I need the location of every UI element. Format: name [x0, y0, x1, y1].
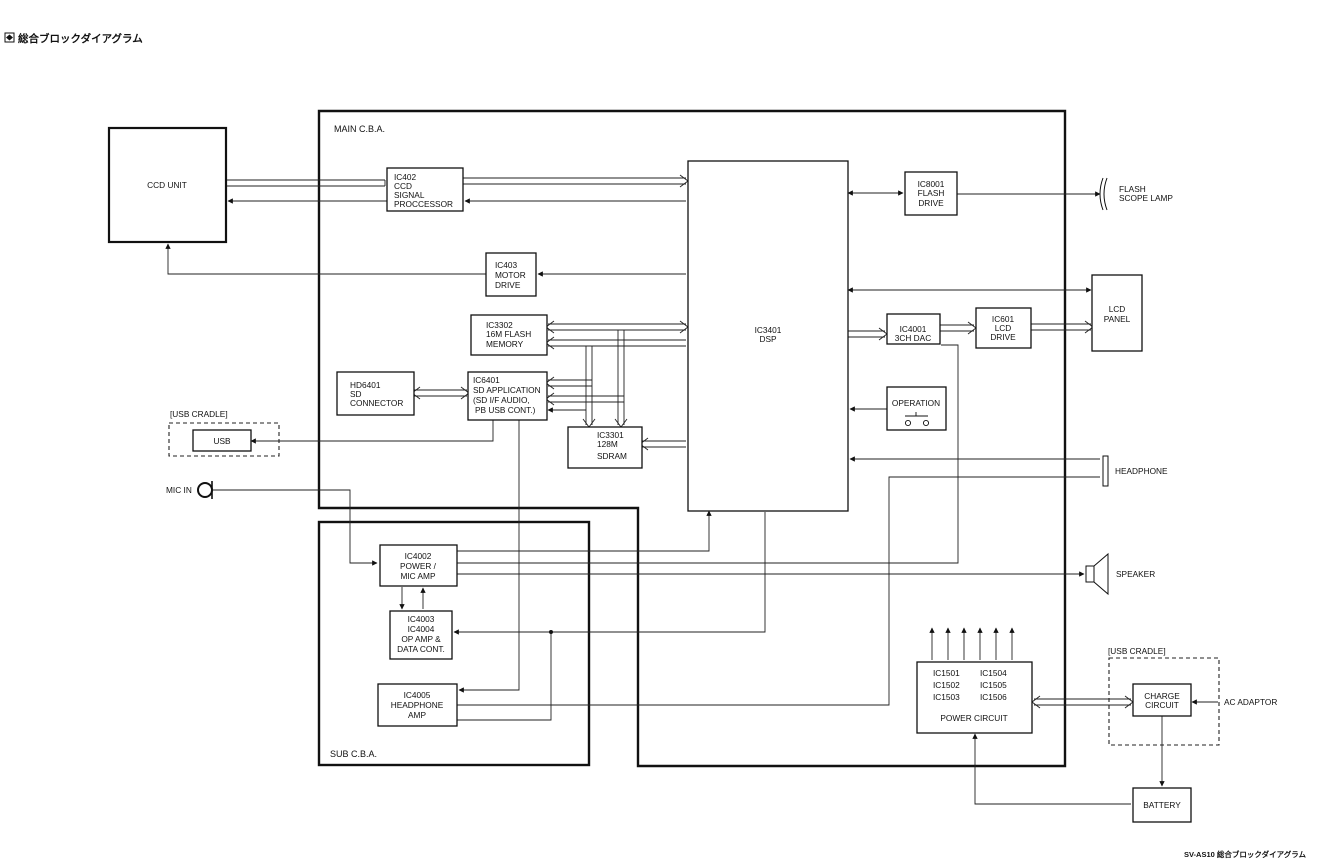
- operation-block: OPERATION: [886, 386, 947, 431]
- svg-text:LCD: LCD: [995, 323, 1012, 333]
- main-cba-label: MAIN C.B.A.: [334, 124, 385, 134]
- svg-text:DATA CONT.: DATA CONT.: [397, 644, 445, 654]
- svg-text:CONNECTOR: CONNECTOR: [350, 398, 403, 408]
- charge-circuit-block: CHARGE CIRCUIT: [1132, 683, 1192, 717]
- svg-text:PANEL: PANEL: [1104, 314, 1131, 324]
- signal-lines: [165, 174, 1218, 805]
- svg-text:16M FLASH: 16M FLASH: [486, 329, 531, 339]
- svg-text:DRIVE: DRIVE: [918, 198, 944, 208]
- svg-text:OP AMP &: OP AMP &: [401, 634, 441, 644]
- svg-text:USB: USB: [213, 436, 231, 446]
- svg-text:IC1506: IC1506: [980, 692, 1007, 702]
- svg-text:OPERATION: OPERATION: [892, 398, 940, 408]
- svg-text:3CH DAC: 3CH DAC: [895, 333, 931, 343]
- usb-cradle-top-outline: [168, 422, 280, 457]
- speaker-icon: [1085, 552, 1109, 596]
- ac-adaptor-label: AC ADAPTOR: [1224, 697, 1277, 707]
- svg-text:IC4001: IC4001: [900, 324, 927, 334]
- ic4003-block: IC4003 IC4004 OP AMP & DATA CONT.: [389, 610, 453, 660]
- svg-text:SD: SD: [350, 389, 362, 399]
- svg-text:HD6401: HD6401: [350, 380, 381, 390]
- headphone-jack-icon: [1102, 455, 1109, 487]
- svg-text:HEADPHONE: HEADPHONE: [391, 700, 444, 710]
- footer-title: SV-AS10 総合ブロックダイアグラム: [1184, 849, 1307, 859]
- svg-text:IC6401: IC6401: [473, 375, 500, 385]
- ccd-unit-block: CCD UNIT: [107, 126, 228, 244]
- svg-text:(SD I/F AUDIO,: (SD I/F AUDIO,: [473, 395, 530, 405]
- power-circuit-block: IC1501 IC1502 IC1503 IC1504 IC1505 IC150…: [916, 661, 1033, 734]
- svg-text:AMP: AMP: [408, 710, 426, 720]
- svg-text:LCD: LCD: [1109, 304, 1126, 314]
- svg-text:SD APPLICATION: SD APPLICATION: [473, 385, 541, 395]
- svg-text:PB USB CONT.): PB USB CONT.): [475, 405, 536, 415]
- mic-in-label: MIC IN: [166, 485, 192, 495]
- svg-text:POWER /: POWER /: [400, 561, 437, 571]
- svg-text:PROCCESSOR: PROCCESSOR: [394, 199, 453, 209]
- svg-text:MIC AMP: MIC AMP: [400, 571, 436, 581]
- svg-text:総合ブロックダイアグラム: 総合ブロックダイアグラム: [18, 32, 143, 45]
- flash-scope-lamp-label-2: SCOPE LAMP: [1119, 193, 1173, 203]
- lcd-panel-block: LCD PANEL: [1091, 274, 1143, 352]
- svg-text:IC4004: IC4004: [408, 624, 435, 634]
- headphone-label: HEADPHONE: [1115, 466, 1168, 476]
- svg-text:IC4003: IC4003: [408, 614, 435, 624]
- svg-text:MOTOR: MOTOR: [495, 270, 526, 280]
- svg-text:BATTERY: BATTERY: [1143, 800, 1181, 810]
- battery-block: BATTERY: [1132, 787, 1192, 823]
- svg-text:IC1502: IC1502: [933, 680, 960, 690]
- svg-text:IC4005: IC4005: [404, 690, 431, 700]
- svg-text:CCD: CCD: [394, 181, 412, 191]
- svg-text:IC1505: IC1505: [980, 680, 1007, 690]
- ic4005-block: IC4005 HEADPHONE AMP: [377, 683, 458, 727]
- main-cba-outline: [317, 109, 1067, 768]
- svg-text:IC8001: IC8001: [918, 179, 945, 189]
- ic403-block: IC403 MOTOR DRIVE: [485, 252, 537, 297]
- sub-cba-label: SUB C.B.A.: [330, 749, 377, 759]
- ic4002-block: IC4002 POWER / MIC AMP: [379, 544, 458, 587]
- flash-lamp-icon: [1099, 177, 1108, 211]
- svg-text:IC1503: IC1503: [933, 692, 960, 702]
- svg-text:SIGNAL: SIGNAL: [394, 190, 425, 200]
- svg-text:IC1501: IC1501: [933, 668, 960, 678]
- ic4001-block: IC4001 3CH DAC: [886, 313, 941, 345]
- ic402-block: IC402 CCD SIGNAL PROCCESSOR: [386, 167, 464, 212]
- svg-text:CHARGE: CHARGE: [1144, 691, 1180, 701]
- svg-text:IC601: IC601: [992, 314, 1015, 324]
- mic-in-jack-icon: [197, 481, 213, 499]
- svg-text:IC402: IC402: [394, 172, 417, 182]
- svg-text:DRIVE: DRIVE: [495, 280, 521, 290]
- usb-cradle-bottom-outline: [1108, 657, 1220, 746]
- flash-scope-lamp-label: FLASH: [1119, 184, 1146, 194]
- usb-block: USB: [192, 429, 252, 452]
- svg-text:IC3401: IC3401: [755, 325, 782, 335]
- svg-text:FLASH: FLASH: [918, 188, 945, 198]
- svg-text:DRIVE: DRIVE: [990, 332, 1016, 342]
- speaker-label: SPEAKER: [1116, 569, 1155, 579]
- ic3401-dsp-block: IC3401 DSP: [687, 160, 849, 512]
- svg-text:IC1504: IC1504: [980, 668, 1007, 678]
- ic3301-block: IC3301 128M SDRAM: [567, 426, 643, 469]
- svg-text:DSP: DSP: [759, 334, 777, 344]
- svg-text:128M: 128M: [597, 439, 618, 449]
- ic8001-block: IC8001 FLASH DRIVE: [904, 171, 958, 216]
- usb-cradle-top-label: [USB CRADLE]: [170, 409, 228, 419]
- page-title: 総合ブロックダイアグラム: [4, 32, 143, 45]
- ic6401-block: IC6401 SD APPLICATION (SD I/F AUDIO, PB …: [467, 371, 548, 421]
- svg-text:IC403: IC403: [495, 260, 518, 270]
- svg-text:SDRAM: SDRAM: [597, 451, 627, 461]
- svg-text:IC3301: IC3301: [597, 430, 624, 440]
- hd6401-block: HD6401 SD CONNECTOR: [336, 371, 415, 416]
- svg-text:IC3302: IC3302: [486, 320, 513, 330]
- svg-text:CCD UNIT: CCD UNIT: [147, 180, 187, 190]
- usb-cradle-bottom-label: [USB CRADLE]: [1108, 646, 1166, 656]
- svg-text:IC4002: IC4002: [405, 551, 432, 561]
- svg-text:POWER CIRCUIT: POWER CIRCUIT: [940, 713, 1007, 723]
- svg-text:CIRCUIT: CIRCUIT: [1145, 700, 1179, 710]
- svg-text:MEMORY: MEMORY: [486, 339, 524, 349]
- sub-cba-outline: [317, 520, 591, 767]
- ic601-block: IC601 LCD DRIVE: [975, 307, 1032, 349]
- ic3302-block: IC3302 16M FLASH MEMORY: [470, 314, 548, 356]
